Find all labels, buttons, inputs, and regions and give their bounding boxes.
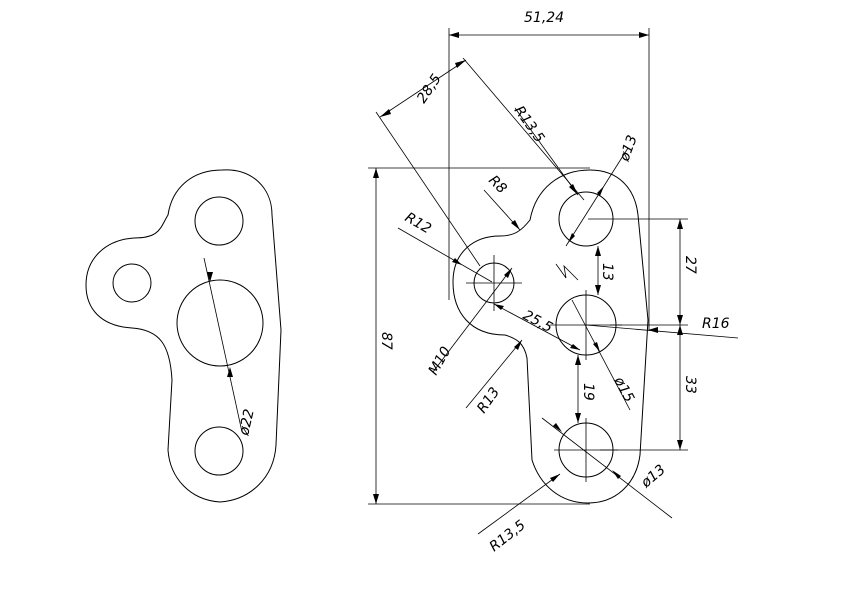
dim-13-arrow-top	[595, 246, 601, 256]
dim-r16-label: R16	[702, 316, 730, 332]
dim-dia13-top-label: ø13	[616, 133, 640, 164]
dim-r13-5-bottom-arrow	[550, 474, 560, 482]
dim-13-arrow-bottom	[595, 285, 601, 295]
dim-dia13-bottom-label: ø13	[638, 462, 669, 492]
dim-13-label: 13	[599, 263, 615, 281]
dia22-arrow-top	[207, 272, 213, 282]
dim-r16-leader	[585, 324, 739, 339]
left-large-hole	[176, 279, 264, 367]
dim-dia15-label: ø15	[610, 373, 637, 405]
dim-51-24-arrow-left	[449, 32, 459, 38]
dim-19-arrow-top	[575, 355, 581, 365]
dim-25-5-arrow-a	[494, 304, 504, 310]
dim-r13-leader	[465, 339, 523, 409]
dim-dia13-top-leader	[565, 147, 629, 247]
right-part-view: 51,24 28,5 R13,5 ø13 R8 R12 13	[368, 10, 739, 555]
dim-33-arrow-top	[677, 325, 683, 335]
dim-28-5-ext-b	[375, 111, 481, 267]
dim-r13-label: R13	[474, 385, 503, 417]
dim-19-arrow-bottom	[575, 413, 581, 423]
dia22-arrow-bottom	[227, 367, 233, 377]
left-part-view: ø22	[85, 169, 282, 503]
dim-dia15-arrow	[593, 342, 600, 352]
dim-dia13-bottom-arrow-b	[612, 470, 621, 479]
dim-51-24-arrow-right	[639, 32, 649, 38]
dim-r13-5-top-leader	[514, 107, 579, 196]
dim-r13-arrow	[514, 340, 522, 350]
dim-dia15-leader	[571, 299, 631, 411]
dim-28-5-arrow-a	[380, 109, 391, 117]
dim-r8-arrow	[511, 220, 520, 230]
dim-33-arrow-bottom	[677, 440, 683, 450]
right-part-outline	[452, 169, 649, 504]
dim-25-5-arrow-b	[570, 344, 580, 350]
left-bottom-hole	[194, 426, 244, 476]
dim-dia13-bottom-arrow-a	[553, 423, 562, 432]
dim-28-5-line	[379, 59, 467, 118]
dia22-leader	[203, 257, 243, 433]
dim-27-label: 27	[682, 256, 698, 274]
dim-m10-arrow	[504, 268, 512, 278]
dim-28-5-label: 28,5	[414, 71, 445, 106]
dim-87-arrow-bottom	[373, 494, 379, 504]
dim-27-arrow-bottom	[677, 315, 683, 325]
dim-33-label: 33	[682, 376, 698, 394]
dim-27-arrow-top	[677, 219, 683, 229]
dim-dia13-bottom-leader	[541, 417, 673, 519]
dim-28-5-ext-a	[462, 57, 585, 201]
dim-25-5-label: 25,5	[520, 307, 555, 336]
left-part-outline	[85, 169, 282, 503]
dim-87-arrow-top	[373, 168, 379, 178]
left-top-hole	[194, 196, 244, 246]
dim-r8-label: R8	[485, 173, 510, 198]
dim-r12-leader	[397, 227, 493, 283]
dim-kink-leader	[555, 263, 579, 281]
dim-19-label: 19	[580, 383, 596, 401]
dim-51-24-label: 51,24	[524, 10, 564, 26]
dim-dia13-top-arrow-a	[597, 186, 604, 196]
dim-87-label: 87	[378, 332, 394, 350]
dia22-label: ø22	[236, 408, 258, 438]
dim-m10-leader	[432, 267, 513, 373]
left-small-hole	[112, 263, 152, 303]
dim-25-5-line	[493, 303, 581, 351]
dim-r13-5-top-arrow	[569, 184, 578, 195]
dim-28-5-arrow-b	[455, 60, 466, 68]
dim-r12-arrow	[452, 258, 462, 265]
dim-r16-arrow	[648, 327, 658, 333]
dim-r13-5-bottom-leader	[477, 473, 561, 535]
dim-dia13-top-arrow-b	[568, 233, 575, 243]
dim-r13-5-top-label: R13,5	[511, 103, 548, 146]
